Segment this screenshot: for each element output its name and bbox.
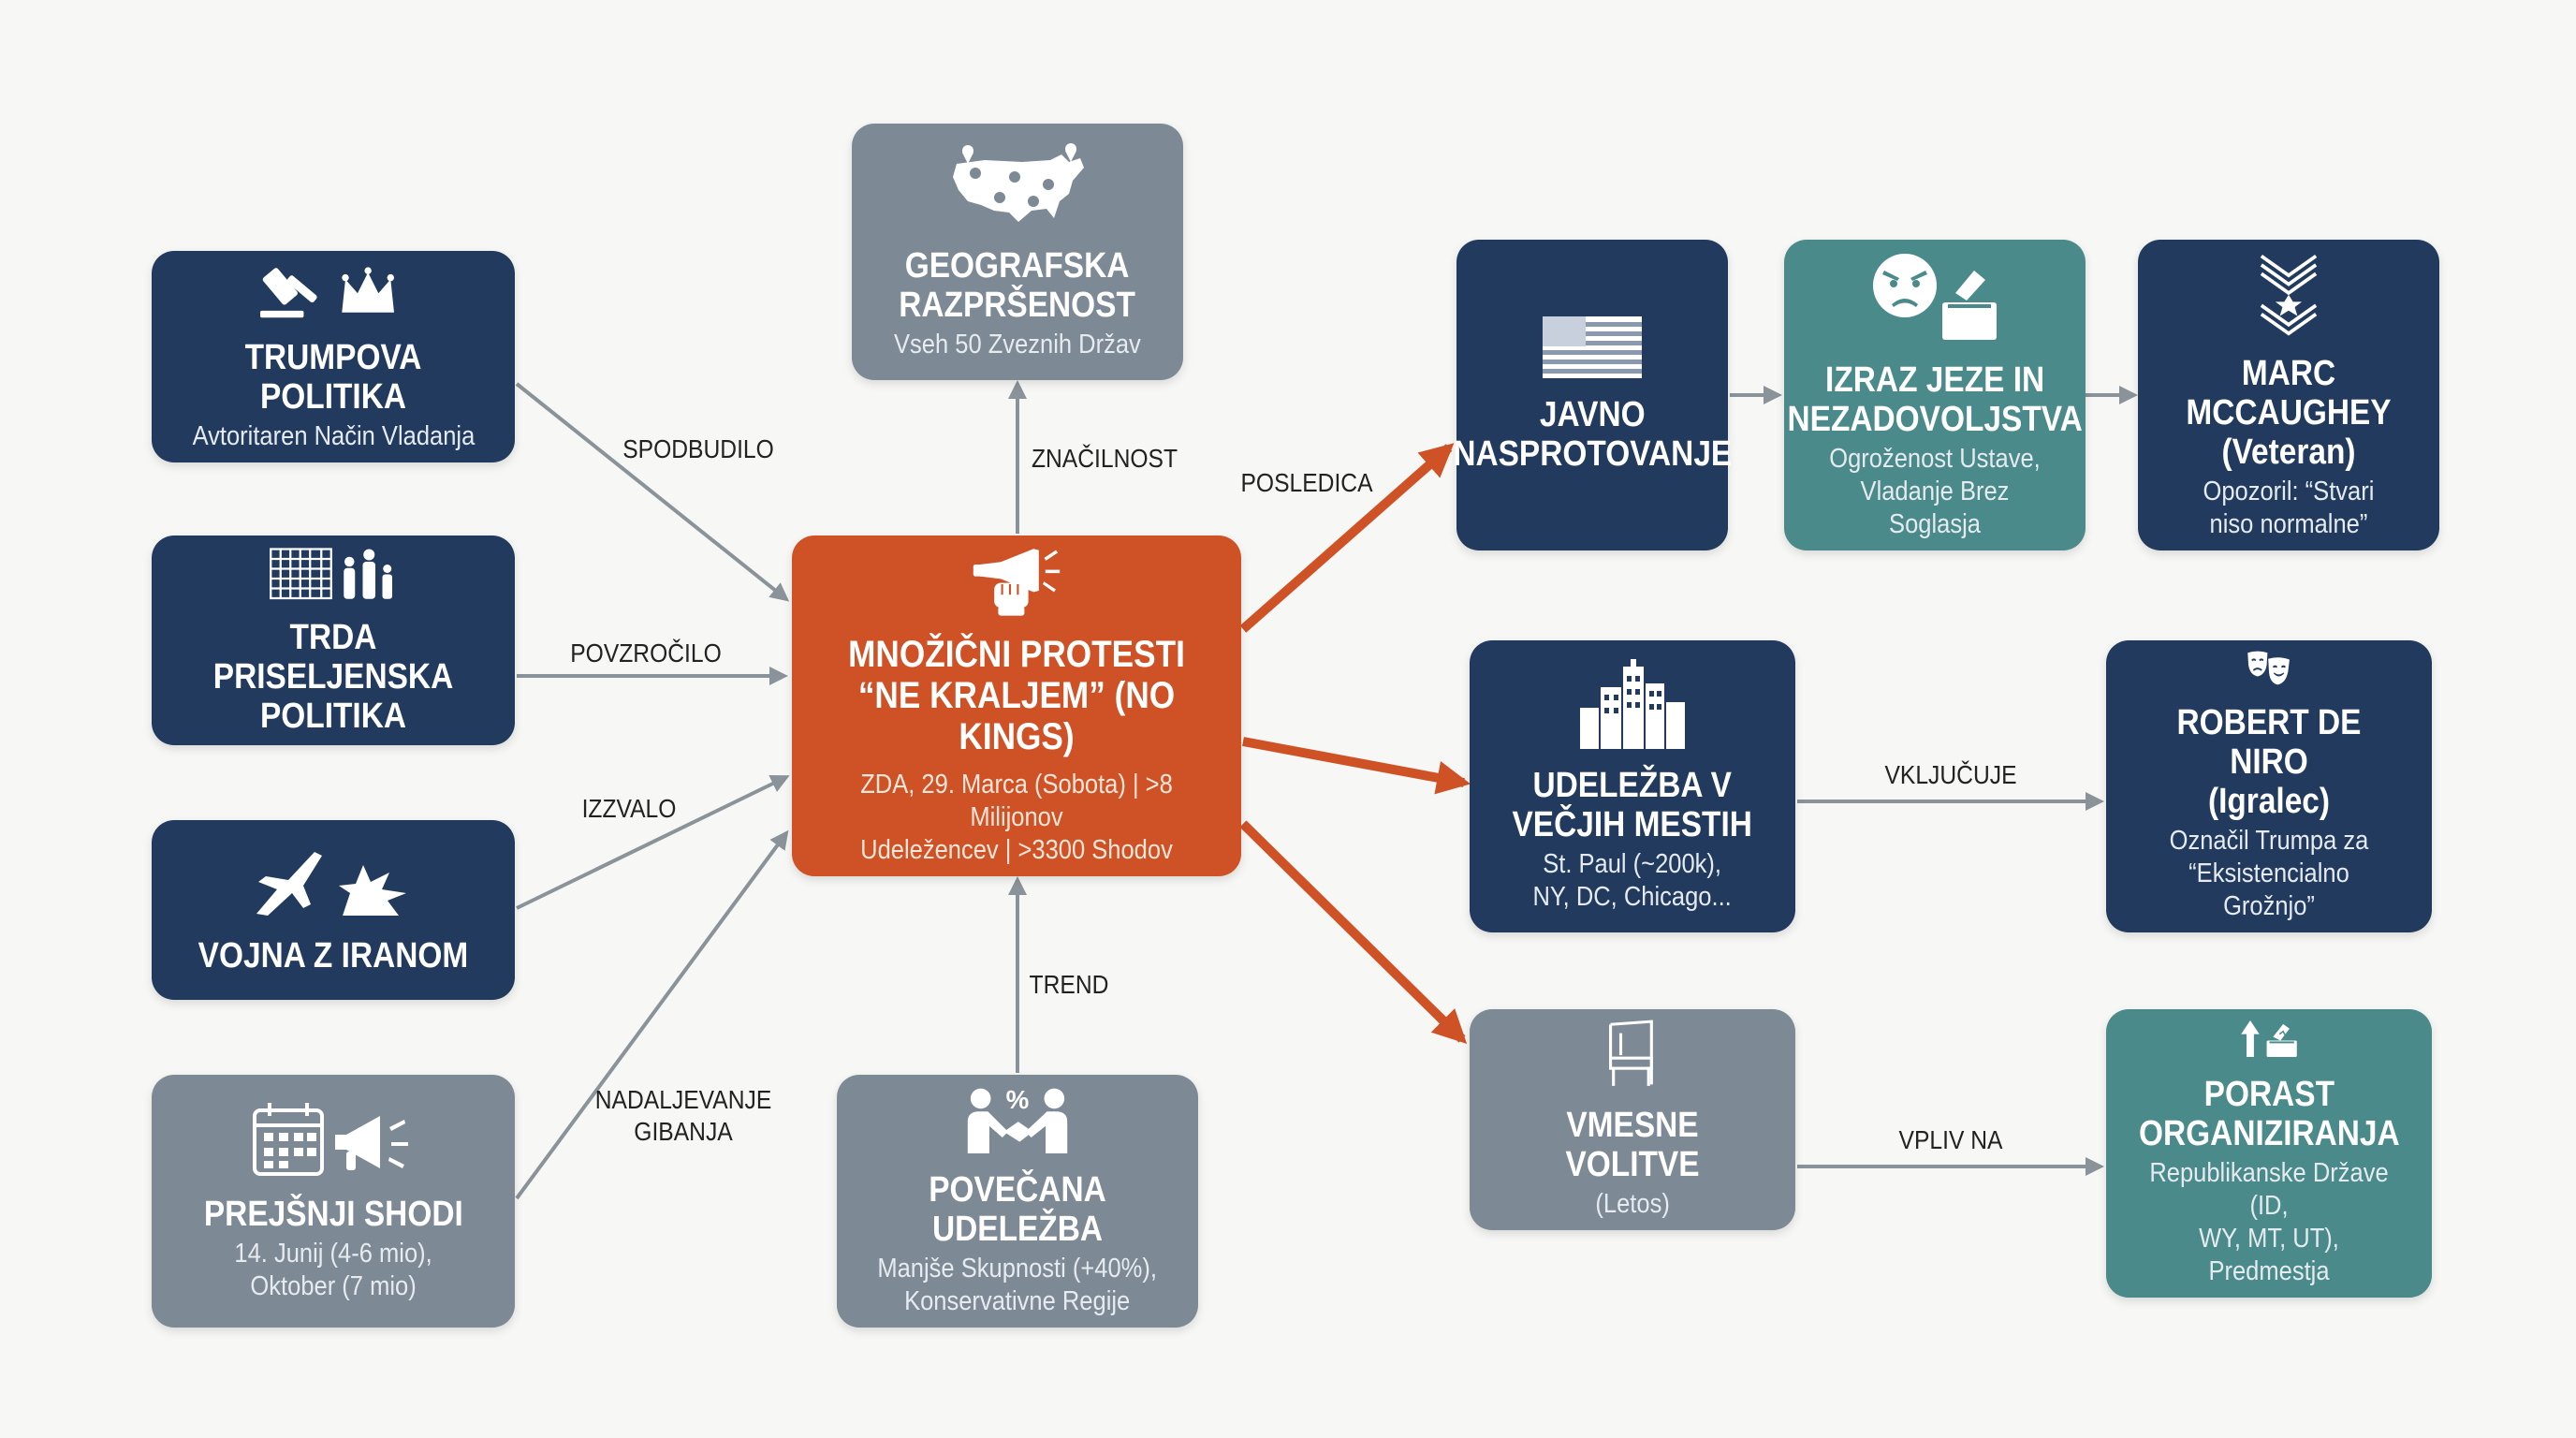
edge-label-spodbudilo: SPODBUDILO — [622, 434, 774, 463]
megaphone-fist-icon — [973, 549, 1061, 616]
edge-label-vkljucuje: VKLJUČUJE — [1884, 760, 2017, 789]
node-vmesne-volitve: VMESNE VOLITVE (Letos) — [1470, 1009, 1795, 1230]
node-subtitle: Vseh 50 Zveznih Držav — [894, 329, 1141, 360]
node-title: PREJŠNJI SHODI — [203, 1195, 463, 1234]
node-title: GEOGRAFSKA RAZPRŠENOST — [899, 245, 1136, 325]
node-title: MARC MCCAUGHEY (Veteran) — [2186, 354, 2392, 472]
node-subtitle: Manjše Skupnosti (+40%), Konservativne R… — [877, 1254, 1158, 1316]
edge-label-povzrocilo: POVZROČILO — [570, 638, 722, 668]
node-trumpova-politika: TRUMPOVA POLITIKA Avtoritaren Način Vlad… — [152, 251, 515, 462]
node-title: VOJNA Z IRANOM — [198, 936, 469, 976]
military-rank-icon — [2260, 254, 2318, 336]
node-subtitle: Opozoril: “Stvari niso normalne” — [2203, 477, 2375, 539]
node-subtitle: ZDA, 29. Marca (Sobota) | >8 Milijonov U… — [860, 770, 1173, 865]
svg-text:%: % — [1006, 1085, 1030, 1114]
node-javno-nasprotovanje: JAVNO NASPROTOVANJE — [1453, 240, 1732, 550]
city-skyline-icon — [1580, 659, 1685, 749]
node-subtitle: Avtoritaren Način Vladanja — [192, 421, 475, 451]
arrow-ballot-icon — [2241, 1020, 2297, 1058]
node-prejsnji-shodi: PREJŠNJI SHODI 14. Junij (4-6 mio), Okto… — [152, 1075, 515, 1328]
node-subtitle: 14. Junij (4-6 mio), Oktober (7 mio) — [234, 1239, 432, 1301]
handshake-percent-icon: % — [967, 1085, 1068, 1153]
voting-booth-icon — [1609, 1020, 1653, 1086]
node-geografska-razprsenost: GEOGRAFSKA RAZPRŠENOST Vseh 50 Zveznih D… — [852, 124, 1183, 380]
node-subtitle: Označil Trumpa za “Eksistencialno Grožnj… — [2169, 826, 2369, 921]
calendar-megaphone-icon — [253, 1103, 408, 1176]
edge-cause-1 — [515, 382, 790, 602]
node-robert-de-niro: ROBERT DE NIRO (Igralec) Označil Trumpa … — [2106, 640, 2432, 932]
node-porast-organiziranja: PORAST ORGANIZIRANJA Republikanske Držav… — [2106, 1009, 2432, 1298]
node-title: POVEČANA UDELEŽBA — [929, 1170, 1106, 1249]
gavel-crown-icon — [260, 267, 394, 318]
node-udelezba-vecjih-mestih: UDELEŽBA V VEČJIH MESTIH St. Paul (~200k… — [1470, 640, 1795, 932]
node-title: MNOŽIČNI PROTESTI “NE KRALJEM” (NO KINGS… — [848, 634, 1185, 757]
node-title: IZRAZ JEZE IN NEZADOVOLJSTVA — [1787, 360, 2083, 439]
theater-masks-icon — [2247, 651, 2290, 685]
node-title: UDELEŽBA V VEČJIH MESTIH — [1512, 766, 1753, 844]
node-subtitle: Ogroženost Ustave, Vladanje Brez Soglasj… — [1829, 443, 2041, 539]
edge-label-trend: TREND — [1029, 970, 1109, 999]
jet-explosion-icon — [256, 852, 406, 916]
node-marc-mccaughey: MARC MCCAUGHEY (Veteran) Opozoril: “Stva… — [2138, 240, 2439, 550]
node-title: VMESNE VOLITVE — [1565, 1106, 1700, 1184]
edge-label-znacilnost: ZNAČILNOST — [1031, 444, 1178, 473]
angry-face-ballot-icon — [1873, 253, 1997, 340]
usa-map-pins-icon — [953, 142, 1084, 222]
edge-cause-3 — [516, 775, 790, 910]
node-subtitle: Republikanske Države (ID, WY, MT, UT), P… — [2149, 1158, 2389, 1286]
node-povecana-udelezba: % POVEČANA UDELEŽBA Manjše Skupnosti (+4… — [837, 1075, 1198, 1328]
node-title: TRDA PRISELJENSKA POLITIKA — [212, 618, 454, 736]
edge-label-vpliv-na: VPLIV NA — [1898, 1125, 2003, 1154]
node-title: ROBERT DE NIRO (Igralec) — [2176, 703, 2362, 821]
edge-effect-2 — [1242, 737, 1471, 795]
node-subtitle: St. Paul (~200k), NY, DC, Chicago... — [1532, 849, 1733, 912]
edge-label-posledica: POSLEDICA — [1240, 468, 1373, 497]
node-izraz-jeze: IZRAZ JEZE IN NEZADOVOLJSTVA Ogroženost … — [1784, 240, 2086, 550]
edge-effect-3 — [1239, 820, 1468, 1045]
edge-label-nadaljevanje: NADALJEVANJE GIBANJA — [594, 1085, 772, 1146]
us-flag-icon — [1543, 316, 1642, 378]
node-subtitle: (Letos) — [1595, 1189, 1670, 1219]
edge-effect-1 — [1239, 443, 1455, 633]
node-title: PORAST ORGANIZIRANJA — [2138, 1075, 2400, 1153]
node-trda-priseljenska-politika: TRDA PRISELJENSKA POLITIKA — [152, 536, 515, 745]
node-title: TRUMPOVA POLITIKA — [244, 338, 422, 417]
edge-cause-4 — [515, 829, 789, 1200]
node-title: JAVNO NASPROTOVANJE — [1453, 395, 1732, 474]
fence-family-icon — [270, 548, 392, 600]
edge-label-izzvalo: IZZVALO — [581, 794, 677, 823]
node-vojna-z-iranom: VOJNA Z IRANOM — [152, 820, 515, 1000]
node-mnozicni-protesti: MNOŽIČNI PROTESTI “NE KRALJEM” (NO KINGS… — [792, 536, 1241, 876]
